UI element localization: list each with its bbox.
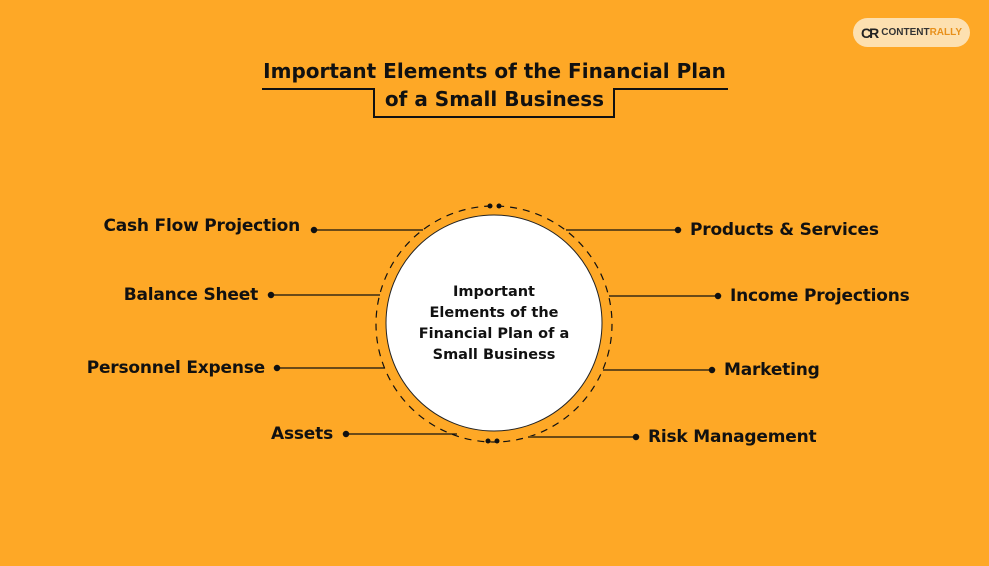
title-bracket — [262, 88, 728, 118]
element-marketing: Marketing — [724, 360, 820, 380]
center-circle — [385, 214, 603, 432]
logo-mark-icon: CR — [861, 24, 879, 41]
element-income-projections: Income Projections — [730, 286, 910, 306]
element-cash-flow-projection: Cash Flow Projection — [103, 216, 300, 236]
center-circle-text: Important Elements of the Financial Plan… — [404, 282, 584, 366]
element-personnel-expense: Personnel Expense — [86, 358, 265, 378]
center-text-line: Financial Plan of a — [418, 326, 570, 342]
element-risk-management: Risk Management — [648, 427, 817, 447]
page-title-line2: of a Small Business — [384, 87, 605, 111]
dashed-ring — [375, 205, 613, 443]
element-balance-sheet: Balance Sheet — [123, 285, 258, 305]
element-products-services: Products & Services — [690, 220, 879, 240]
center-text-line: Small Business — [432, 347, 556, 363]
center-text-line: Elements of the — [429, 305, 559, 321]
center-text-line: Important — [453, 284, 535, 300]
element-assets: Assets — [271, 424, 333, 444]
logo-text-content: CONTENT — [881, 27, 930, 38]
logo-text-rally: RALLY — [929, 27, 962, 38]
page-title-line1: Important Elements of the Financial Plan — [263, 59, 726, 83]
